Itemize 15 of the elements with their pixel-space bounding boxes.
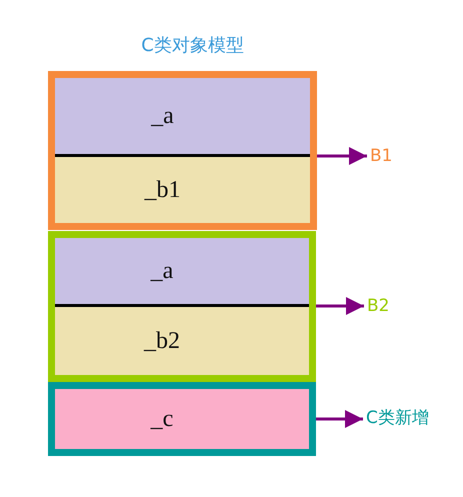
class-label: B1 — [370, 145, 392, 167]
member-cell: _b1 — [55, 157, 310, 223]
object-box — [48, 231, 316, 382]
object-box — [48, 71, 317, 230]
diagram-title: C类对象模型 — [140, 35, 245, 57]
object-box — [48, 382, 316, 456]
arrow — [316, 297, 364, 315]
member-cell: _b2 — [55, 307, 309, 375]
class-label: B2 — [367, 295, 390, 317]
member-cell: _a — [55, 78, 310, 154]
member-cell: _c — [55, 389, 309, 449]
class-label: C类新增 — [366, 407, 429, 429]
arrow — [316, 410, 363, 428]
member-cell: _a — [55, 238, 309, 304]
arrow — [317, 147, 367, 165]
